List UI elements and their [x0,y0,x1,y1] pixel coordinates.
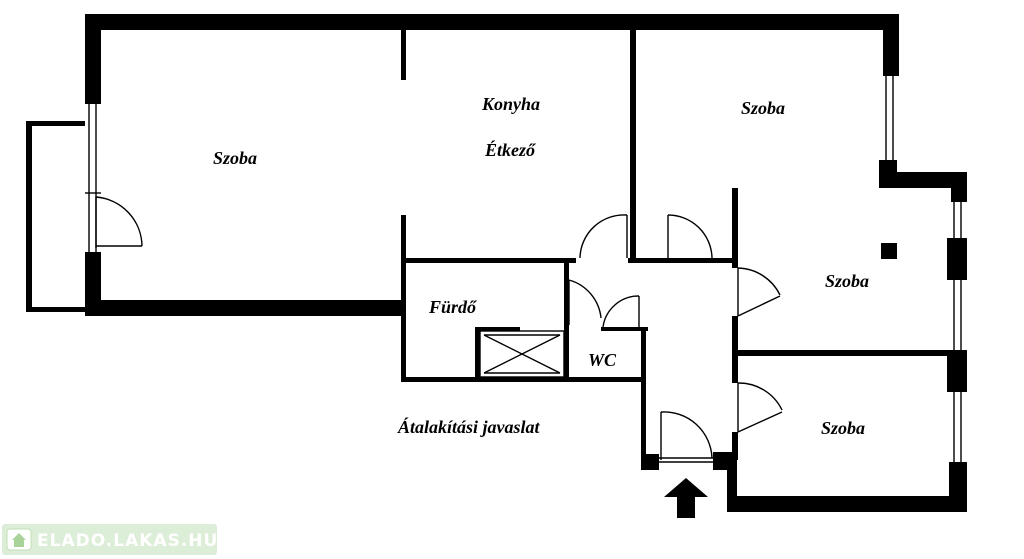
window-right-3 [953,392,962,462]
room-label-furdo: Fürdő [428,297,477,317]
watermark-text: ELADO.LAKAS.HU [37,531,218,551]
entrance-arrow-icon [664,478,708,518]
door-szoba-top-right [667,214,713,259]
door-konyha [579,214,628,259]
shaft-cross [479,330,565,378]
windows [85,76,962,462]
window-top-right [885,76,894,160]
room-label-szoba-top-right: Szoba [741,98,785,118]
door-balcony [95,196,143,248]
door-szoba-bottom-right [737,382,783,433]
door-furdo [568,279,602,325]
window-right-2 [953,280,962,350]
balcony [26,121,85,312]
plan-note: Átalakítási javaslat [397,416,541,437]
room-label-konyha: Konyha [481,94,540,114]
window-left [85,104,101,252]
room-label-szoba-bottom-right: Szoba [821,418,865,438]
window-right-1 [953,202,962,238]
door-entrance [659,411,713,463]
room-label-etkezo: Étkező [484,139,536,160]
outer-walls [85,14,967,512]
room-label-wc: WC [588,350,617,370]
doors [95,196,783,463]
room-label-szoba-left: Szoba [213,148,257,168]
door-wc [602,295,640,328]
house-icon [12,533,26,547]
room-label-szoba-mid-right: Szoba [825,271,869,291]
interior-walls [401,30,957,470]
door-szoba-mid-right [737,267,781,317]
watermark: ELADO.LAKAS.HU [2,524,218,555]
